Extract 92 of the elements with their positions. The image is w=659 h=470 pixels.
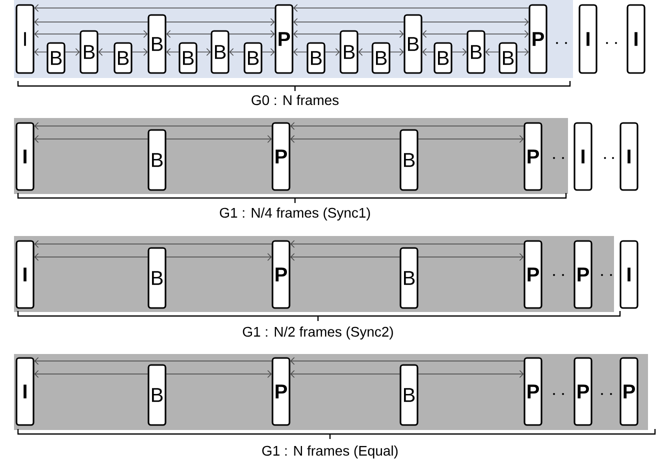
frame-box: P bbox=[524, 357, 542, 426]
frame-box: B bbox=[400, 247, 418, 309]
arrow bbox=[34, 253, 148, 261]
frame-box: P bbox=[274, 4, 294, 74]
arrow bbox=[485, 48, 500, 56]
arrow bbox=[229, 48, 244, 56]
arrow bbox=[196, 48, 211, 56]
arrow bbox=[262, 48, 275, 56]
arrow bbox=[34, 357, 272, 365]
arrow bbox=[422, 18, 529, 26]
arrow bbox=[452, 48, 467, 56]
frame-box: I bbox=[16, 122, 34, 191]
frame-box: B bbox=[404, 14, 422, 74]
arrow bbox=[290, 253, 400, 261]
arrow bbox=[484, 30, 529, 38]
frame-box: B bbox=[244, 42, 262, 74]
frame-box: P bbox=[620, 357, 638, 426]
arrow bbox=[358, 30, 404, 38]
group-label: G1 : N/2 frames (Sync2) bbox=[242, 326, 393, 340]
arrow bbox=[516, 48, 529, 56]
arrow bbox=[293, 18, 404, 26]
arrow bbox=[166, 135, 272, 143]
arrow bbox=[34, 4, 276, 12]
frame-box: B bbox=[148, 14, 166, 74]
frame-box: B bbox=[148, 364, 166, 426]
frame-box: I bbox=[16, 240, 34, 309]
arrow bbox=[422, 30, 468, 38]
arrow bbox=[132, 48, 148, 56]
arrow bbox=[34, 30, 80, 38]
frame-box: I bbox=[16, 357, 34, 426]
arrow bbox=[324, 48, 340, 56]
group-label: G1 : N frames (Equal) bbox=[262, 445, 398, 458]
frame-box: P bbox=[574, 240, 592, 309]
frame-box: P bbox=[524, 240, 542, 309]
frame-box: I bbox=[620, 122, 638, 191]
frame-box: B bbox=[400, 129, 418, 191]
frame-box: B bbox=[80, 30, 98, 74]
frame-box: B bbox=[148, 247, 166, 309]
frame-box: B bbox=[372, 42, 390, 74]
group-label: G0 : N frames bbox=[252, 94, 339, 106]
frame-box: B bbox=[498, 42, 518, 74]
arrow bbox=[166, 253, 272, 261]
arrow bbox=[422, 48, 434, 56]
frame-box: I bbox=[626, 4, 646, 74]
frame-box: B bbox=[434, 42, 452, 74]
arrow bbox=[293, 30, 340, 38]
arrow bbox=[34, 135, 148, 143]
arrow bbox=[166, 30, 212, 38]
arrow bbox=[34, 48, 48, 56]
arrow bbox=[166, 370, 272, 378]
arrow bbox=[418, 253, 524, 261]
frame-box: P bbox=[272, 357, 290, 426]
arrow bbox=[64, 48, 80, 56]
arrow bbox=[166, 18, 275, 26]
arrow bbox=[390, 48, 404, 56]
arrow bbox=[166, 48, 180, 56]
arrow bbox=[290, 122, 524, 130]
frame-box: B bbox=[306, 42, 326, 74]
arrow bbox=[418, 370, 524, 378]
frame-box: P bbox=[524, 122, 542, 191]
arrow bbox=[290, 240, 524, 248]
frame-box: B bbox=[340, 30, 358, 74]
arrow bbox=[34, 122, 272, 130]
group-label: G1 : N/4 frames (Sync1) bbox=[220, 208, 370, 220]
arrow bbox=[290, 357, 524, 365]
frame-box: I bbox=[578, 4, 598, 74]
frame-box: B bbox=[466, 30, 486, 74]
frame-box: I bbox=[620, 240, 638, 309]
arrow bbox=[418, 135, 524, 143]
frame-box: B bbox=[210, 30, 230, 74]
arrow bbox=[34, 370, 148, 378]
arrow bbox=[228, 30, 275, 38]
arrow bbox=[293, 4, 530, 12]
frame-box: B bbox=[148, 129, 166, 191]
arrow bbox=[290, 135, 400, 143]
arrow bbox=[290, 370, 400, 378]
frame-box: B bbox=[46, 42, 66, 74]
frame-box: I bbox=[16, 4, 34, 74]
frame-box: P bbox=[272, 122, 290, 191]
frame-box: B bbox=[178, 42, 198, 74]
arrow bbox=[34, 18, 148, 26]
arrow bbox=[98, 48, 114, 56]
frame-box: B bbox=[400, 364, 418, 426]
arrow bbox=[98, 30, 148, 38]
frame-box: P bbox=[272, 240, 290, 309]
frame-box: B bbox=[114, 42, 132, 74]
frame-box: I bbox=[574, 122, 592, 191]
arrow bbox=[34, 240, 272, 248]
arrow bbox=[358, 48, 372, 56]
frame-box: P bbox=[574, 357, 592, 426]
arrow bbox=[293, 48, 308, 56]
frame-box: P bbox=[528, 4, 548, 74]
